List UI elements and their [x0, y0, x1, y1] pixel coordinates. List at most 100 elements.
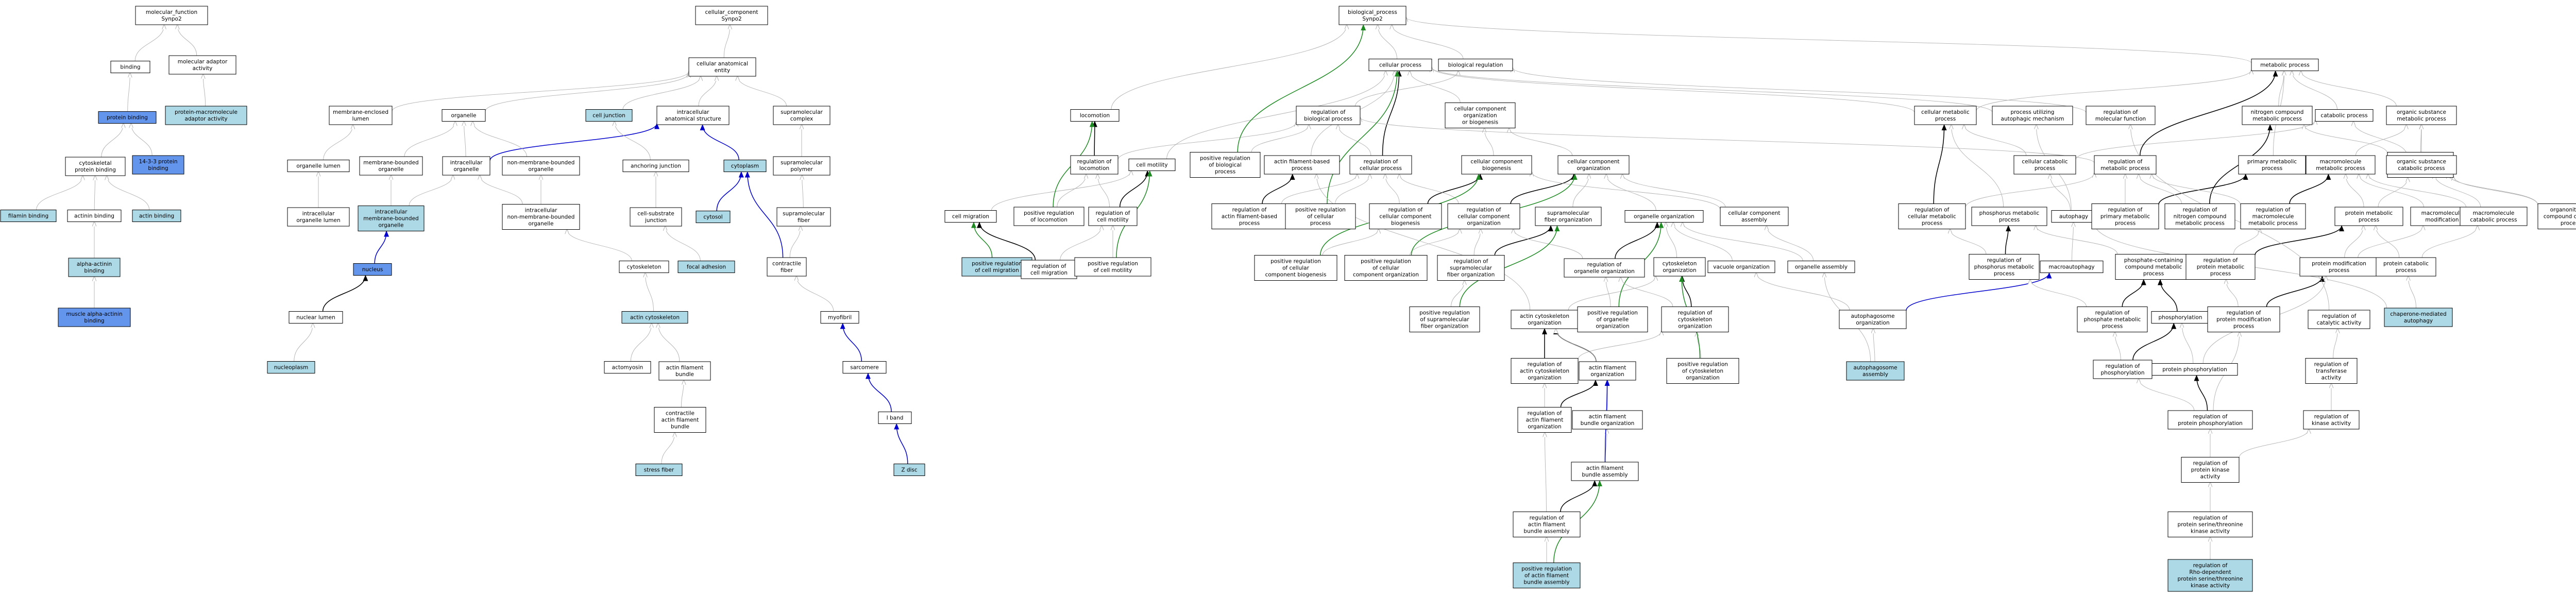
- go-term-node-nucleus[interactable]: nucleus: [353, 263, 392, 276]
- go-term-node-cellMotility[interactable]: cell motility: [1128, 159, 1176, 171]
- go-term-node-nucleoplasm[interactable]: nucleoplasm: [267, 361, 315, 373]
- go-term-node-vacuoleOrg[interactable]: vacuole organization: [1707, 261, 1775, 273]
- go-term-node-metProc[interactable]: metabolic process: [2251, 59, 2319, 71]
- go-term-node-filamin[interactable]: filamin binding: [0, 210, 57, 222]
- go-term-node-actinCytosk[interactable]: actin cytoskeleton: [621, 311, 688, 324]
- go-term-node-autophagy[interactable]: autophagy: [2051, 210, 2096, 223]
- go-term-node-sarcomere[interactable]: sarcomere: [842, 361, 887, 373]
- go-term-node-proteinBinding[interactable]: protein binding: [98, 111, 157, 124]
- go-term-node-cytoplasm[interactable]: cytoplasm: [723, 160, 767, 172]
- go-term-node-cellProc[interactable]: cellular process: [1368, 59, 1432, 71]
- go-term-node-bioReg[interactable]: biological regulation: [1438, 59, 1513, 71]
- go-term-node-iBand[interactable]: I band: [878, 412, 912, 424]
- go-term-node-actomyosin[interactable]: actomyosin: [604, 361, 651, 373]
- go-term-node-actinBind[interactable]: actin binding: [132, 210, 181, 222]
- go-term-node-actininBind[interactable]: actinin binding: [67, 210, 122, 222]
- go-term-node-cytoskeleton[interactable]: cytoskeleton: [619, 261, 669, 273]
- go-term-node-catabolicProc[interactable]: catabolic process: [2315, 109, 2374, 122]
- go-term-node-binding[interactable]: binding: [110, 61, 150, 73]
- go-term-node-organelleAssembly[interactable]: organelle assembly: [1787, 261, 1855, 273]
- go-term-node-myofibril[interactable]: myofibril: [820, 311, 859, 324]
- go-term-node-macroautophagy[interactable]: macroautophagy: [2040, 261, 2104, 273]
- go-term-node-organelleOrg[interactable]: organelle organization: [1624, 210, 1704, 223]
- go-term-node-anchJunction[interactable]: anchoring junction: [622, 160, 689, 172]
- go-term-node-intraNonMemOrg[interactable]: intracellularnon-membrane-boundedorganel…: [502, 204, 580, 230]
- go-term-node-phosphorylation[interactable]: phosphorylation: [2151, 311, 2210, 324]
- go-term-node-proteinPhos[interactable]: protein phosphorylation: [2151, 363, 2238, 376]
- go-term-node-nuclearLumen[interactable]: nuclear lumen: [289, 311, 343, 324]
- go-term-node-stressFiber[interactable]: stress fiber: [635, 464, 683, 476]
- go-term-node-cytosol[interactable]: cytosol: [696, 211, 731, 223]
- go-term-node-zDisc[interactable]: Z disc: [893, 464, 925, 476]
- go-term-node-focalAdhesion[interactable]: focal adhesion: [677, 261, 735, 273]
